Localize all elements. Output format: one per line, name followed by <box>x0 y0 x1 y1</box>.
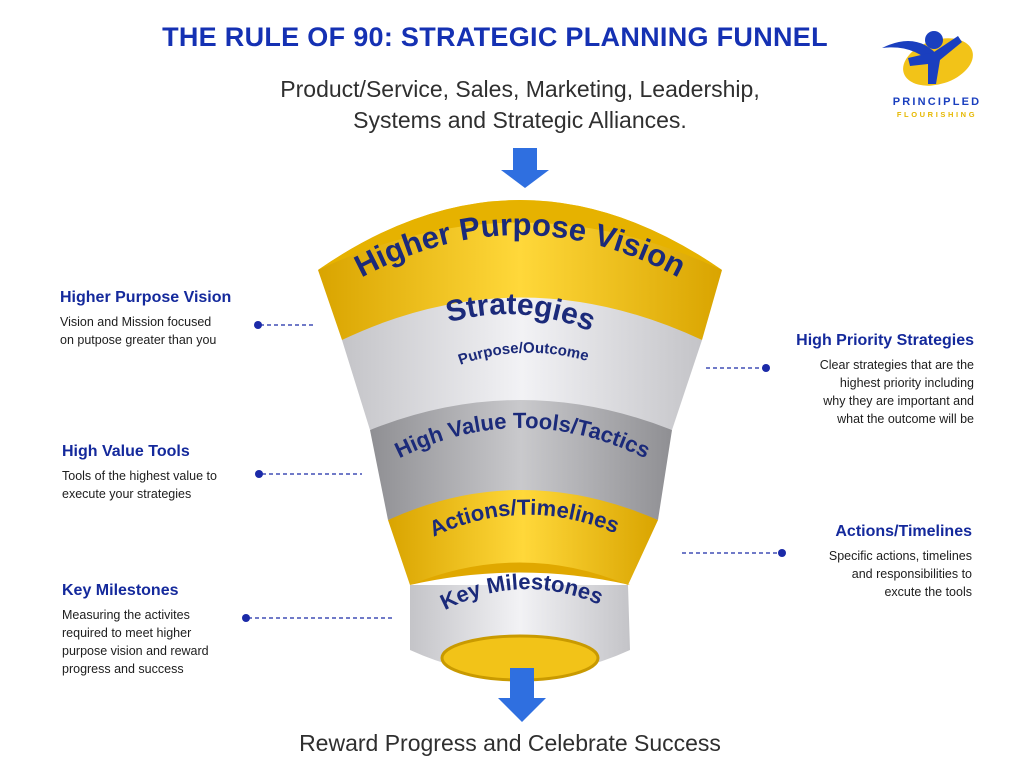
note-line: Measuring the activites <box>62 608 190 622</box>
note-line: Vision and Mission focused <box>60 315 212 329</box>
note-line: progress and success <box>62 662 184 676</box>
note-body: Vision and Mission focused on putpose gr… <box>60 313 260 349</box>
note-body: Specific actions, timelines and responsi… <box>770 547 972 601</box>
note-body: Tools of the highest value to execute yo… <box>62 467 262 503</box>
band-high-value-tools <box>370 390 672 520</box>
note-line: what the outcome will be <box>837 412 974 426</box>
note-line: required to meet higher <box>62 626 192 640</box>
dot-high-value-tools <box>255 470 263 478</box>
dot-higher-purpose <box>254 321 262 329</box>
note-title: Key Milestones <box>62 582 179 599</box>
dot-key-milestones <box>242 614 250 622</box>
note-line: Tools of the highest value to <box>62 469 217 483</box>
note-actions-timelines: Actions/Timelines Specific actions, time… <box>770 523 972 601</box>
note-line: execute your strategies <box>62 487 192 501</box>
note-title: Actions/Timelines <box>835 523 972 540</box>
band-higher-purpose-vision <box>318 200 722 340</box>
note-high-value-tools: High Value Tools Tools of the highest va… <box>62 443 262 503</box>
note-title: High Priority Strategies <box>796 332 974 349</box>
note-line: and responsibilities to <box>851 567 972 581</box>
note-title: High Value Tools <box>62 443 190 460</box>
logo-text-principled: PRINCIPLED <box>892 96 982 108</box>
subtitle-line-1: Product/Service, Sales, Marketing, Leade… <box>280 76 760 102</box>
arrow-down-top-icon <box>501 148 549 188</box>
note-line: highest priority including <box>839 376 974 390</box>
bottom-caption: Reward Progress and Celebrate Success <box>299 730 721 756</box>
note-line: Clear strategies that are the <box>819 358 974 372</box>
band-top-rim <box>318 200 722 270</box>
subtitle: Product/Service, Sales, Marketing, Leade… <box>150 74 890 136</box>
note-key-milestones: Key Milestones Measuring the activites r… <box>62 582 252 678</box>
dot-actions-timelines <box>778 549 786 557</box>
dot-high-priority <box>762 364 770 372</box>
note-line: excute the tools <box>884 585 972 599</box>
subtitle-line-2: Systems and Strategic Alliances. <box>353 107 687 133</box>
note-title: Higher Purpose Vision <box>60 289 232 306</box>
note-high-priority: High Priority Strategies Clear strategie… <box>744 332 974 428</box>
note-body: Clear strategies that are the highest pr… <box>744 356 974 428</box>
logo <box>882 31 973 86</box>
page-title: THE RULE OF 90: STRATEGIC PLANNING FUNNE… <box>162 22 828 52</box>
arrow-down-bottom-icon <box>498 668 546 722</box>
logo-swoosh-blue <box>882 40 940 66</box>
note-body: Measuring the activites required to meet… <box>62 606 252 678</box>
note-higher-purpose: Higher Purpose Vision Vision and Mission… <box>60 289 260 349</box>
note-line: purpose vision and reward <box>62 644 209 658</box>
logo-text-flourishing: FLOURISHING <box>896 110 978 119</box>
note-line: Specific actions, timelines <box>828 549 972 563</box>
band-strategies <box>342 295 702 430</box>
logo-head <box>925 31 943 49</box>
note-line: on putpose greater than you <box>60 333 217 347</box>
logo-figure <box>908 36 962 84</box>
band-actions-timelines <box>388 485 658 585</box>
note-line: why they are important and <box>823 394 974 408</box>
